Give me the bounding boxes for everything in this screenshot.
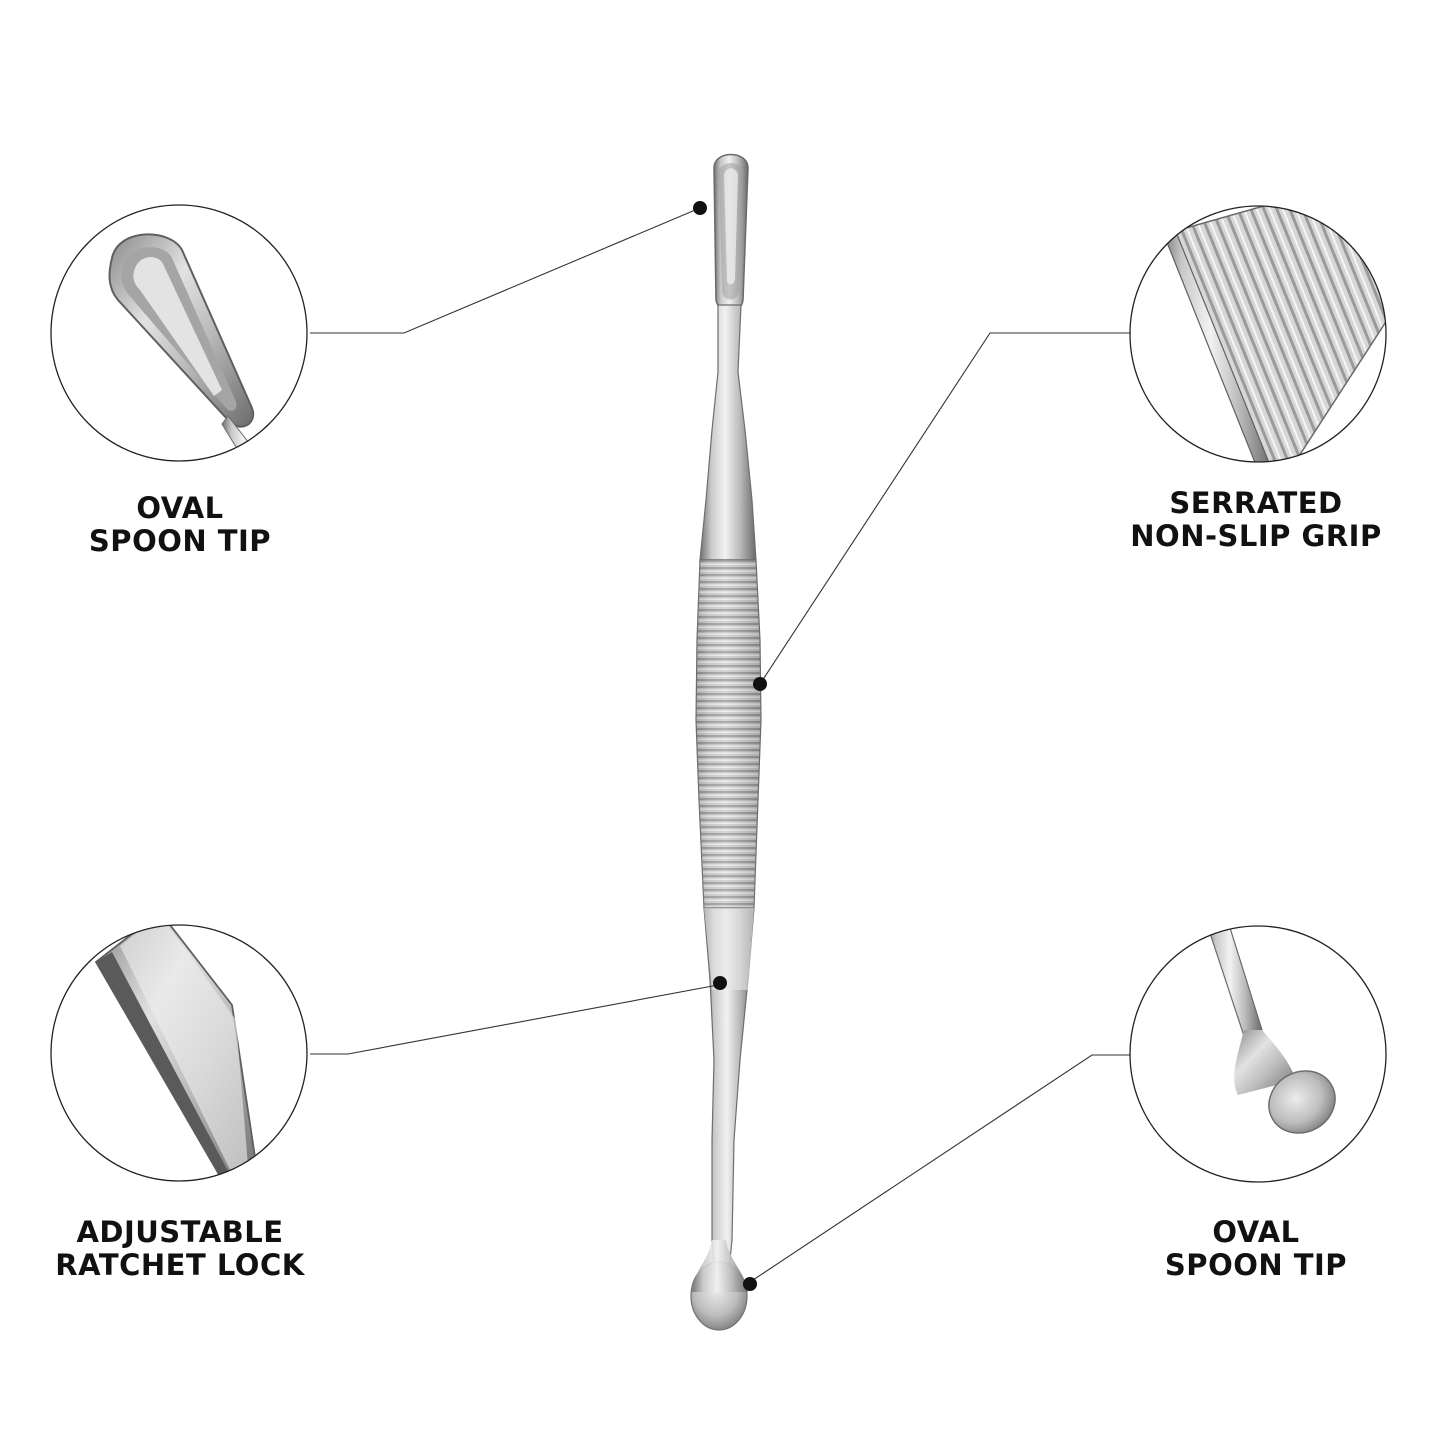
caption-bottom-left-line2: RATCHET LOCK	[55, 1248, 305, 1282]
dermal-curette-instrument	[690, 153, 762, 1331]
instrument-shaft-upper	[699, 304, 757, 561]
anchor-dot-top-spoon	[693, 201, 707, 215]
caption-top-right-line2: NON-SLIP GRIP	[1130, 519, 1382, 553]
caption-bottom-right: OVAL SPOON TIP	[1076, 1216, 1436, 1282]
zoom-circle-bottom-right	[1129, 925, 1387, 1183]
caption-top-left: OVAL SPOON TIP	[0, 492, 360, 558]
caption-top-left-line1: OVAL	[136, 491, 224, 525]
anchor-dots	[693, 201, 767, 1291]
anchor-dot-grip	[753, 677, 767, 691]
caption-bottom-left: ADJUSTABLE RATCHET LOCK	[0, 1216, 360, 1282]
caption-bottom-right-line1: OVAL	[1212, 1215, 1300, 1249]
caption-bottom-left-line1: ADJUSTABLE	[76, 1215, 284, 1249]
caption-top-right-line1: SERRATED	[1169, 486, 1343, 520]
leader-line-bottom-right	[749, 1054, 1130, 1283]
callout-lines	[310, 207, 1130, 1283]
leader-line-bottom-left	[310, 984, 719, 1055]
zoom-circle-bottom-left	[50, 924, 308, 1182]
leader-line-top-left	[310, 207, 701, 334]
caption-bottom-right-line2: SPOON TIP	[1164, 1248, 1348, 1282]
caption-top-left-line2: SPOON TIP	[88, 524, 272, 558]
anchor-dot-bottom-tip	[743, 1277, 757, 1291]
leader-line-top-right	[759, 332, 1130, 685]
zoom-circle-top-left	[50, 204, 308, 462]
zoom-circle-top-right	[1129, 205, 1387, 463]
caption-top-right: SERRATED NON-SLIP GRIP	[1076, 487, 1436, 553]
anchor-dot-shaft	[713, 976, 727, 990]
